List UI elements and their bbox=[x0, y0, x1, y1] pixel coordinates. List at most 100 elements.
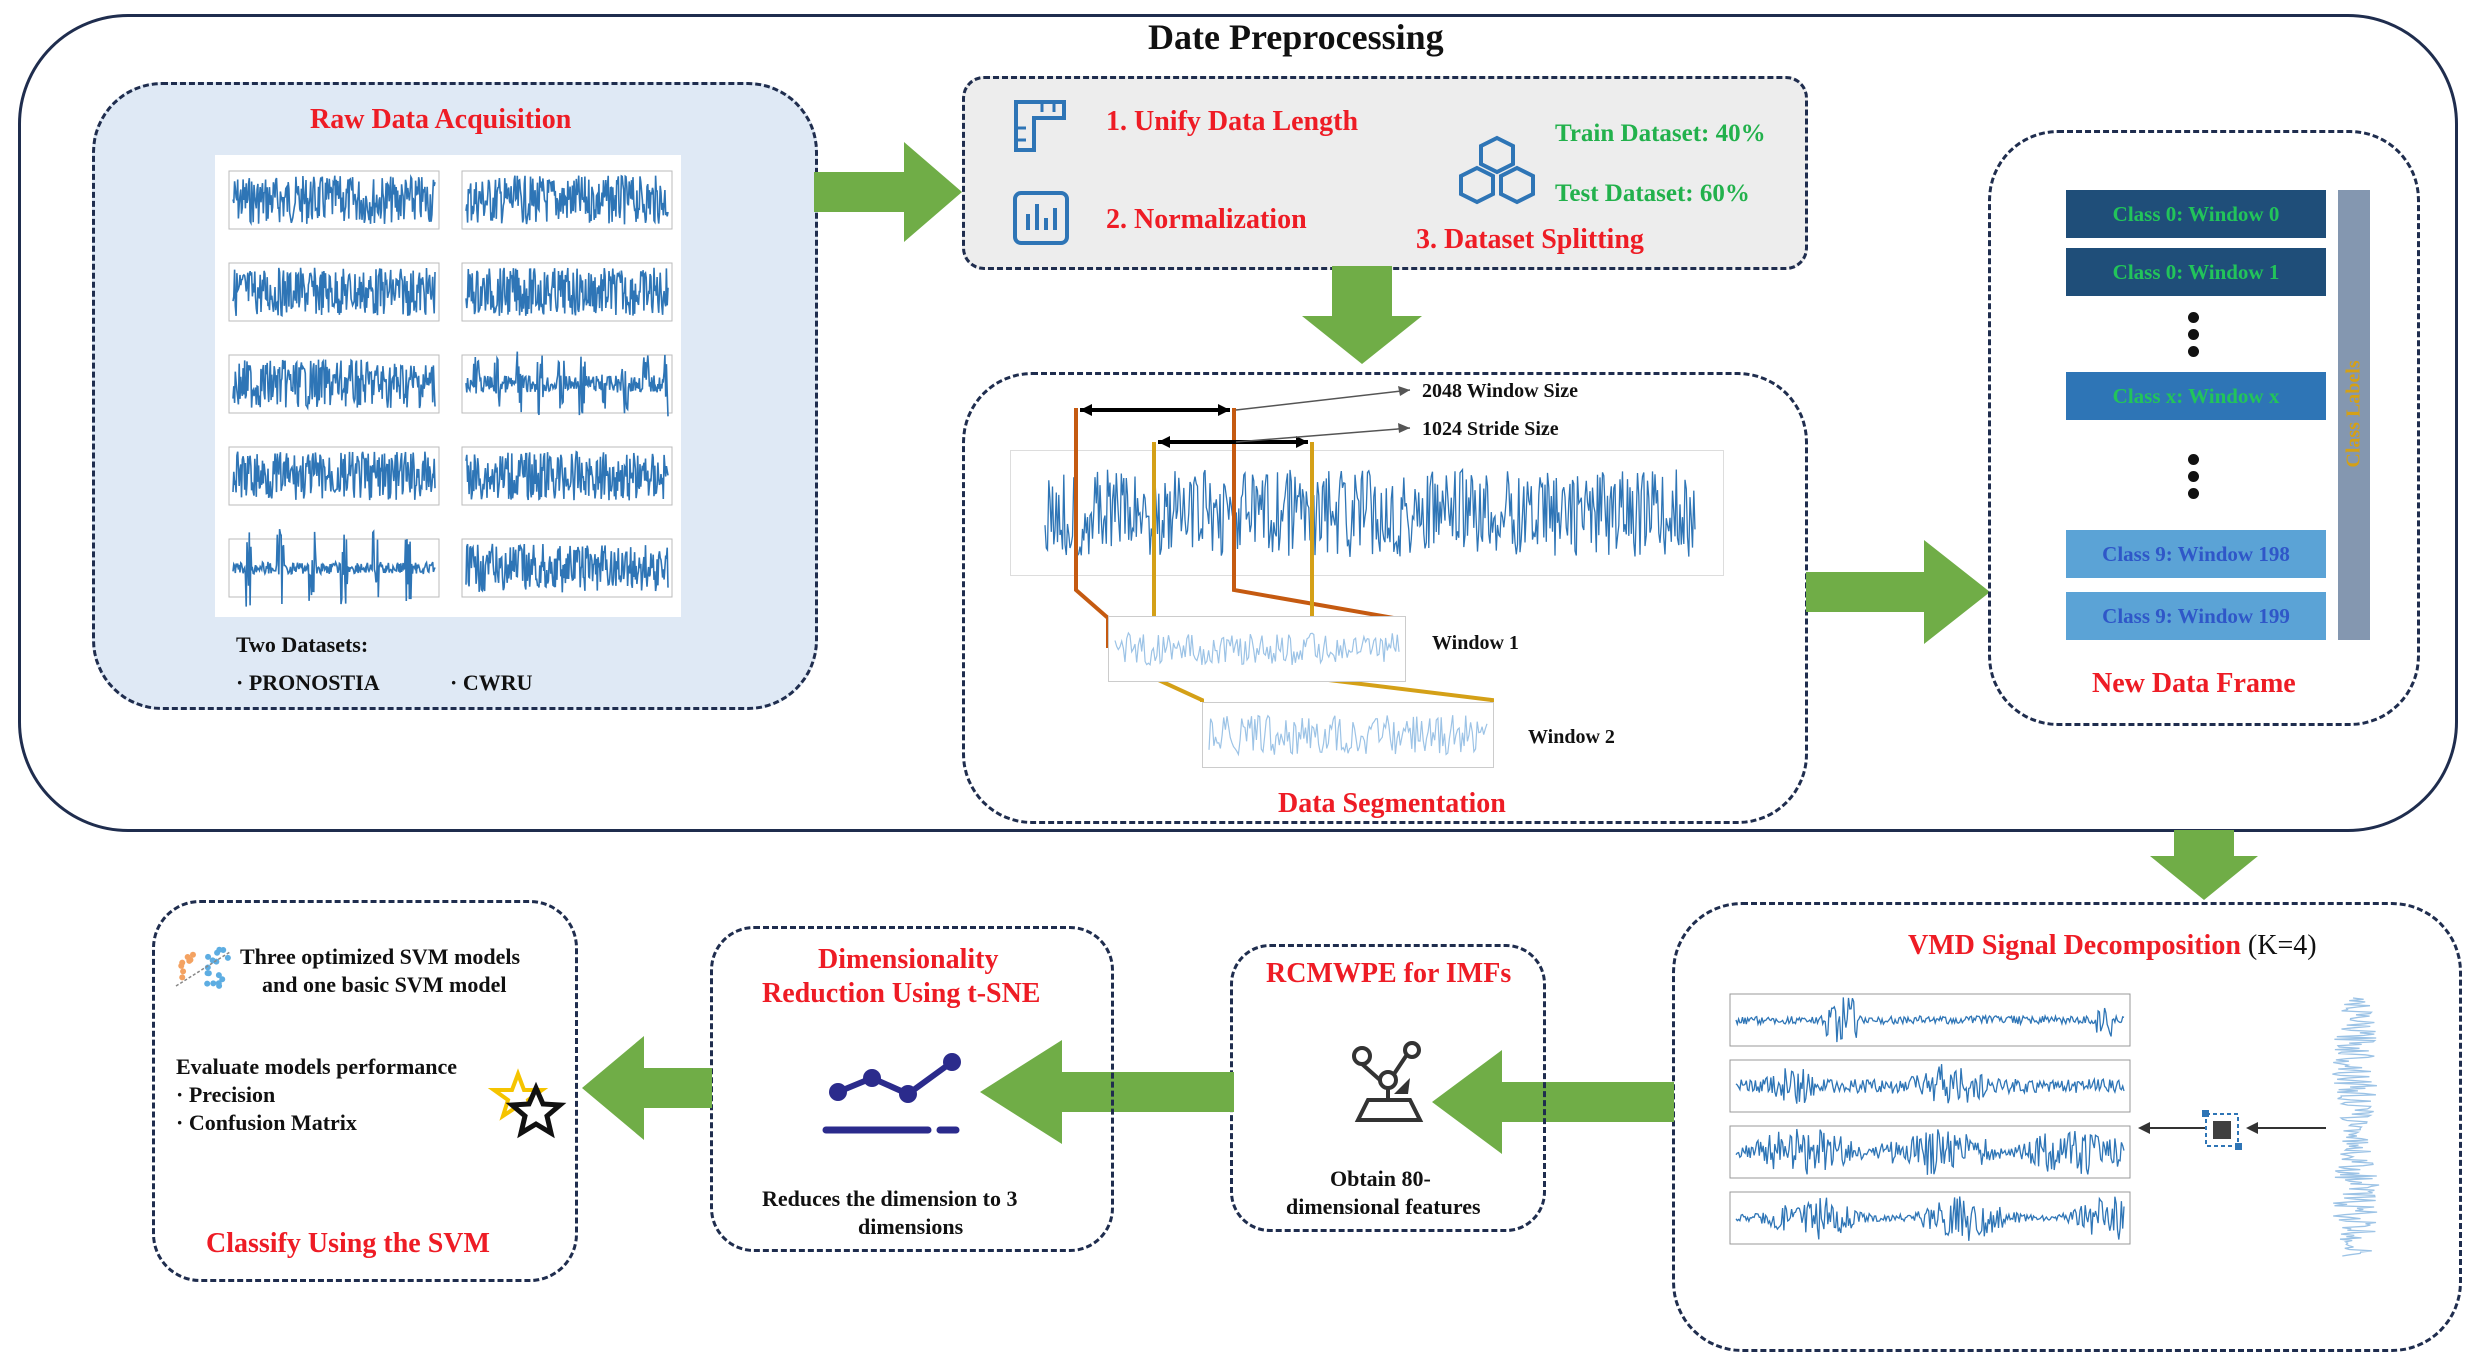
imf-subplot-frame bbox=[1729, 1191, 2131, 1245]
main-title: Date Preprocessing bbox=[1148, 17, 1444, 57]
step-unify-length: 1. Unify Data Length bbox=[1106, 106, 1359, 137]
svm-metric-precision: · Precision bbox=[176, 1082, 276, 1107]
raw-data-title: Raw Data Acquisition bbox=[310, 104, 572, 135]
raw-signal-trace bbox=[232, 451, 436, 501]
window-1-left-marker bbox=[1074, 408, 1110, 648]
window-2-right-marker bbox=[1310, 442, 1494, 702]
scatter-point bbox=[178, 962, 185, 969]
scatter-point bbox=[187, 956, 194, 963]
ruler-icon bbox=[1014, 100, 1066, 152]
window-size-label: 2048 Window Size bbox=[1422, 380, 1578, 402]
datasets-title: Two Datasets: bbox=[236, 632, 369, 657]
scatter-point bbox=[180, 968, 187, 975]
rcmwpe-title: RCMWPE for IMFs bbox=[1266, 958, 1512, 989]
pointer-arrowhead bbox=[1398, 386, 1410, 396]
gear-square-icon bbox=[2202, 1110, 2242, 1150]
class-labels-bar bbox=[2338, 190, 2370, 640]
new-data-frame-box bbox=[1988, 130, 2420, 726]
pointer-arrowhead bbox=[1398, 423, 1410, 433]
step-normalization: 2. Normalization bbox=[1106, 204, 1307, 235]
window-2-label: Window 2 bbox=[1528, 726, 1615, 748]
segmentation-title: Data Segmentation bbox=[1278, 788, 1506, 819]
bracket-arrowhead bbox=[1296, 436, 1308, 448]
scatter-point bbox=[205, 970, 212, 977]
window-1-label: Window 1 bbox=[1432, 632, 1519, 654]
scatter-point bbox=[216, 946, 223, 953]
raw-signal-trace bbox=[232, 267, 436, 317]
window-2-plot bbox=[1202, 702, 1494, 768]
prep-steps-box bbox=[962, 76, 1808, 270]
bracket-arrowhead bbox=[1080, 404, 1092, 416]
scatter-separator bbox=[175, 951, 231, 987]
imf-trace bbox=[1735, 1064, 2125, 1104]
vmd-param: (K=4) bbox=[2240, 930, 2317, 961]
dataset-cwru: · CWRU bbox=[450, 670, 533, 695]
arrow-prep-to-seg bbox=[1302, 266, 1422, 364]
step-dataset-splitting: 3. Dataset Splitting bbox=[1416, 224, 1644, 255]
arrow-rcm-to-dim bbox=[980, 1040, 1234, 1144]
bar-chart-icon bbox=[1013, 191, 1069, 245]
bracket-arrowhead bbox=[1158, 436, 1170, 448]
ellipsis-dots-top bbox=[2188, 312, 2200, 357]
scatter-point bbox=[215, 980, 222, 987]
svm-models-2: and one basic SVM model bbox=[262, 972, 507, 997]
arrow-seg-to-frame bbox=[1806, 540, 1990, 644]
raw-signal-trace bbox=[232, 173, 436, 227]
scatter-point bbox=[204, 980, 211, 987]
arrow-raw-to-prep bbox=[814, 142, 962, 242]
bracket-arrowhead bbox=[1218, 404, 1230, 416]
scatter-point bbox=[219, 976, 226, 983]
vmd-title: VMD Signal Decomposition (K=4) bbox=[1908, 930, 2317, 962]
stride-size-label: 1024 Stride Size bbox=[1422, 418, 1559, 440]
original-signal-trace bbox=[2332, 997, 2380, 1257]
raw-signal-trace bbox=[465, 543, 669, 593]
arrow-dim-to-svm bbox=[582, 1036, 712, 1140]
preprocessing-frame bbox=[18, 14, 2458, 832]
dim-desc-2: dimensions bbox=[858, 1214, 964, 1239]
window-2-left-marker bbox=[1152, 442, 1204, 702]
line-chart-icon bbox=[822, 1053, 961, 1134]
vmd-box bbox=[1672, 902, 2462, 1352]
frame-row-198: Class 9: Window 198 bbox=[2066, 530, 2326, 578]
frame-row-x: Class x: Window x bbox=[2066, 372, 2326, 420]
svm-title: Classify Using the SVM bbox=[206, 1228, 490, 1259]
raw-signal-trace bbox=[465, 450, 669, 501]
imf-trace bbox=[1735, 1196, 2125, 1241]
raw-signal-trace bbox=[232, 358, 436, 411]
svm-metric-confusion: · Confusion Matrix bbox=[176, 1110, 357, 1135]
scatter-point bbox=[215, 972, 222, 979]
scatter-point bbox=[189, 951, 196, 958]
scatter-point bbox=[210, 980, 217, 987]
raw-signal-trace bbox=[232, 529, 436, 607]
frame-row-1: Class 0: Window 1 bbox=[2066, 248, 2326, 296]
vmd-title-text: VMD Signal Decomposition bbox=[1908, 930, 2241, 961]
arrow-frame-to-vmd bbox=[2150, 830, 2258, 900]
star-icon bbox=[487, 1068, 567, 1139]
frame-row-0: Class 0: Window 0 bbox=[2066, 190, 2326, 238]
svm-box bbox=[152, 900, 578, 1282]
arrow-vmd-to-rcm bbox=[1432, 1050, 1674, 1154]
ellipsis-dots-bottom bbox=[2188, 454, 2200, 499]
frame-row-199: Class 9: Window 199 bbox=[2066, 592, 2326, 640]
scatter-point bbox=[204, 964, 211, 971]
window-2-trace bbox=[1208, 714, 1488, 757]
raw-signal-trace bbox=[465, 267, 669, 316]
network-icon bbox=[1352, 1041, 1424, 1122]
stride-size-pointer bbox=[1235, 427, 1411, 443]
raw-signal-trace bbox=[465, 351, 669, 417]
train-dataset: Train Dataset: 40% bbox=[1555, 120, 1766, 147]
scatter-icon bbox=[175, 946, 231, 989]
dim-desc-1: Reduces the dimension to 3 bbox=[762, 1186, 1018, 1211]
rcmwpe-desc-2: dimensional features bbox=[1286, 1194, 1481, 1219]
raw-signals-grid bbox=[215, 155, 681, 617]
svm-eval: Evaluate models performance bbox=[176, 1054, 458, 1079]
scatter-point bbox=[205, 953, 212, 960]
dim-title-2: Reduction Using t-SNE bbox=[762, 978, 1041, 1009]
class-labels-text: Class Labels bbox=[2342, 360, 2365, 468]
imf-trace bbox=[1735, 997, 2125, 1043]
scatter-point bbox=[224, 954, 231, 961]
decomposition-arrows bbox=[2138, 1122, 2326, 1134]
window-1-plot bbox=[1108, 616, 1406, 682]
window-1-trace bbox=[1114, 631, 1400, 667]
dataset-pronostia: · PRONOSTIA bbox=[236, 670, 380, 695]
